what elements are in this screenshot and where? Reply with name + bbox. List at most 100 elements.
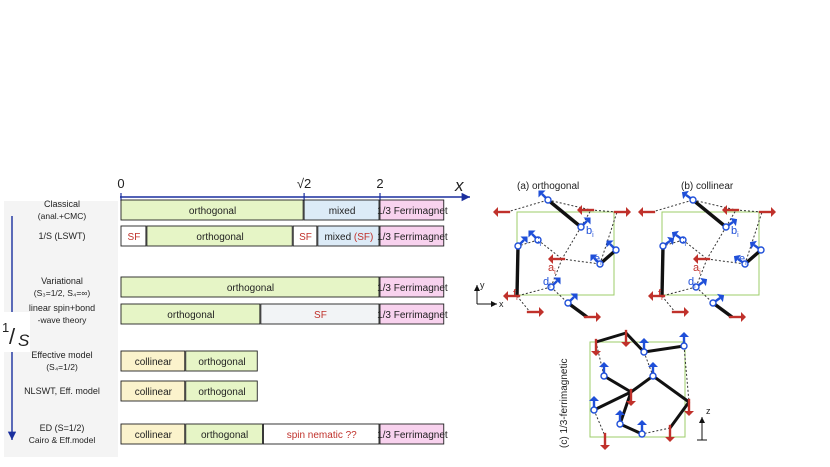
lattice-site [616, 420, 624, 428]
row-label: Cairo & Eff.model [29, 435, 96, 445]
spin-arrow-head [681, 190, 689, 200]
phase-label: mixed (SF) [324, 232, 373, 243]
phase-bar-orthogonal [146, 225, 293, 247]
spin-arrow-head [671, 230, 679, 240]
bond-dotted [516, 286, 552, 297]
phase-label: 1/3 Ferrimagnet [377, 430, 448, 441]
lattice-site [659, 242, 667, 250]
site-label: fi [513, 288, 518, 302]
panel-a-title: (a) orthogonal [517, 181, 579, 192]
spin-arrow-head [606, 240, 614, 248]
lattice-site [757, 246, 765, 254]
x-axis-label: x [499, 299, 504, 309]
panel-b-title: (b) collinear [681, 181, 734, 192]
row-label: Variational [41, 276, 83, 286]
site-label-sub: i [661, 295, 663, 302]
phase-label: 1/3 Ferrimagnet [377, 310, 448, 321]
spin-arrow-head [733, 254, 741, 264]
bond-dotted [661, 286, 697, 297]
phase-bar-ferri [379, 199, 445, 221]
phase-label: collinear [135, 430, 173, 441]
lattice-site [692, 283, 700, 291]
row-label: linear spin+bond [29, 303, 95, 313]
phase-bar-sf-wide [260, 303, 380, 325]
lattice-site [544, 196, 552, 204]
phase-bar-orthogonal [120, 199, 304, 221]
phase-label: spin nematic ?? [287, 430, 357, 441]
spin-arrow-head [520, 236, 528, 244]
axis-label-slash: / [9, 324, 16, 349]
spin-arrow-head [621, 342, 631, 347]
row-label: (S₃=1/2, S₄=∞) [34, 288, 91, 298]
bond-strong [660, 245, 665, 297]
phase-label: orthogonal [196, 232, 243, 243]
bond-dotted [735, 209, 763, 213]
spin-arrow-head [665, 437, 675, 442]
bond-dotted [683, 345, 690, 403]
lattice-site [590, 406, 598, 414]
bond-strong [618, 391, 633, 425]
bond-dotted [590, 209, 618, 213]
spin-arrow-head [717, 293, 725, 303]
bond-strong [643, 344, 685, 354]
x-axis-tick-label: 0 [117, 176, 124, 191]
spin-arrow-head [548, 254, 553, 264]
spin-arrow-head [626, 401, 636, 406]
bond-strong [691, 198, 728, 229]
bond-strong [566, 301, 589, 319]
lattice-site [534, 236, 542, 244]
site-label: ei [739, 253, 747, 267]
axis-label-numerator: 1 [2, 320, 9, 335]
spin-arrow-head [693, 254, 698, 264]
spin-arrow-head [749, 240, 757, 250]
x-axis-tick-label: √2 [297, 176, 311, 191]
spin-arrow-head [590, 254, 598, 262]
phase-label: SF [314, 310, 327, 321]
bond-dotted [593, 409, 606, 437]
phase-bar-nematic [263, 423, 380, 445]
site-label-sub: i [694, 283, 696, 290]
phase-label: orthogonal [227, 283, 274, 294]
spin-arrow-head [553, 277, 561, 285]
site-label-sub: i [745, 260, 747, 267]
bond-strong [630, 374, 654, 394]
spin-arrow-head [570, 293, 578, 301]
site-label-sub: i [699, 269, 701, 276]
phase-label: SF [128, 232, 141, 243]
site-label-sub: i [592, 232, 594, 239]
spin-arrow-head [615, 410, 625, 415]
site-label: ai [693, 262, 701, 276]
bond-dotted [661, 295, 676, 313]
bond-dotted [651, 199, 694, 213]
phase-label: orthogonal [198, 357, 245, 368]
bond-strong [668, 401, 691, 429]
bond-dotted [550, 258, 563, 288]
bond-dotted [506, 199, 549, 213]
panel-c-lattice [589, 329, 694, 450]
bond-strong [603, 374, 632, 394]
bond-dotted [641, 427, 671, 435]
lattice-site [741, 260, 749, 268]
lattice-site [679, 236, 687, 244]
x-axis-variable: x [454, 176, 464, 195]
bond-strong [595, 331, 627, 344]
lattice-site [514, 242, 522, 250]
bond-strong [711, 301, 734, 319]
row-labels: Classical(anal.+CMC)1/S (LSWT)Variationa… [24, 199, 100, 445]
lattice-site [596, 260, 604, 268]
axis-label-background [0, 312, 30, 352]
phase-bar-ferri [379, 423, 445, 445]
phase-label: orthogonal [189, 206, 236, 217]
spin-arrow-head [667, 236, 675, 246]
phase-bar-sf [120, 225, 147, 247]
site-label: di [543, 276, 551, 290]
site-label-sub: i [554, 269, 556, 276]
site-label: bi [586, 225, 594, 239]
phase-bar-mixed [303, 199, 380, 221]
phase-label: 1/3 Ferrimagnet [377, 283, 448, 294]
spin-arrow-head [771, 207, 776, 217]
phase-label: 1/3 Ferrimagnet [377, 232, 448, 243]
row-label: NLSWT, Eff. model [24, 386, 100, 396]
phase-bar-orthogonal [120, 276, 380, 298]
